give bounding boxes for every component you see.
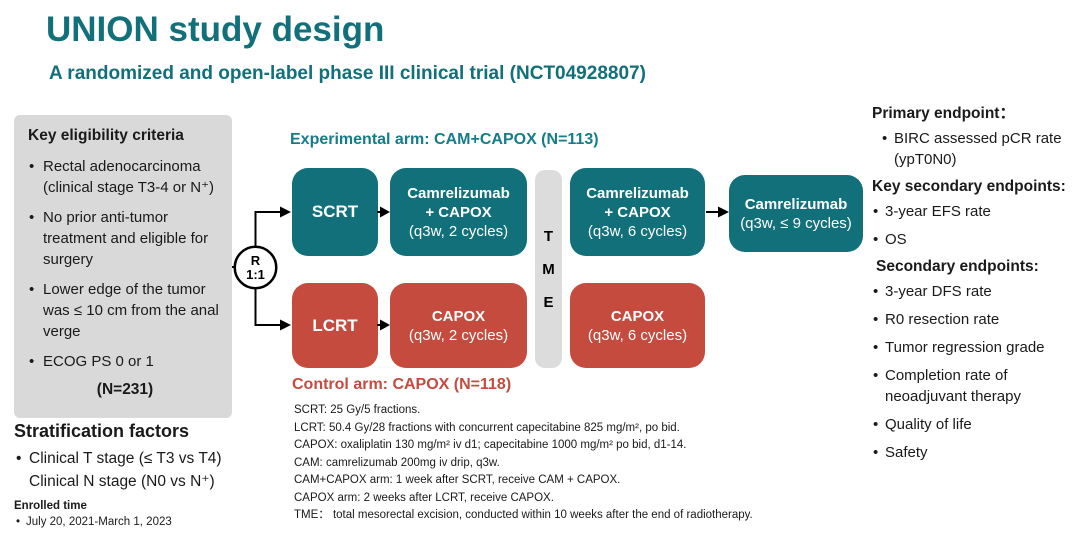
stratification-heading: Stratification factors bbox=[14, 421, 190, 441]
randomization-r: R bbox=[250, 253, 261, 268]
tme-letter: M bbox=[542, 260, 555, 278]
eligibility-item: ECOG PS 0 or 1 bbox=[28, 351, 222, 372]
footnote-line: CAM+CAPOX arm: 1 week after SCRT, receiv… bbox=[294, 474, 621, 486]
enrolled-time-range: July 20, 2021-March 1, 2023 bbox=[14, 514, 294, 530]
box-line: (q3w, 6 cycles) bbox=[587, 222, 688, 240]
footnote-line: CAM: camrelizumab 200mg iv drip, q3w. bbox=[294, 456, 500, 469]
randomization-circle: R 1:1 bbox=[234, 246, 277, 289]
box-scrt: SCRT bbox=[292, 168, 378, 256]
tme-bar: T M E bbox=[535, 170, 562, 368]
endpoint-item: 3-year EFS rate bbox=[872, 201, 1077, 222]
box-line: (q3w, 6 cycles) bbox=[587, 326, 688, 344]
footnote-line: SCRT: 25 Gy/5 fractions. bbox=[294, 404, 421, 416]
eligibility-item: Lower edge of the tumor was ≤ 10 cm from… bbox=[28, 279, 222, 342]
control-arm-label: Control arm: CAPOX (N=118) bbox=[292, 376, 512, 393]
box-line: (q3w, 2 cycles) bbox=[408, 222, 509, 240]
eligibility-box: Key eligibility criteria Rectal adenocar… bbox=[14, 115, 232, 418]
endpoint-item: R0 resection rate bbox=[872, 309, 1077, 330]
box-line: Camrelizumab bbox=[744, 195, 848, 213]
box-line: (q3w, ≤ 9 cycles) bbox=[740, 214, 852, 232]
box-line: Camrelizumab bbox=[407, 184, 510, 202]
box-line: (q3w, 2 cycles) bbox=[408, 326, 509, 344]
endpoint-item: 3-year DFS rate bbox=[872, 281, 1077, 302]
page-title: UNION study design bbox=[46, 10, 385, 49]
page-subtitle: A randomized and open-label phase III cl… bbox=[49, 63, 646, 84]
stratification-item: Clinical N stage (N0 vs N⁺) bbox=[29, 473, 215, 490]
eligibility-sample-size: (N=231) bbox=[96, 381, 154, 398]
footnotes: SCRT: 25 Gy/5 fractions. LCRT: 50.4 Gy/2… bbox=[294, 402, 754, 525]
box-lcrt: LCRT bbox=[292, 283, 378, 368]
randomization-ratio: 1:1 bbox=[246, 266, 265, 282]
footnote-line: TME： total mesorectal excision, conducte… bbox=[294, 509, 753, 521]
box-line: Camrelizumab bbox=[586, 184, 689, 202]
enrolled-time-section: Enrolled time July 20, 2021-March 1, 202… bbox=[14, 499, 294, 530]
tme-letter: E bbox=[543, 293, 554, 311]
stratification-section: Stratification factors Clinical T stage … bbox=[14, 421, 294, 493]
box-cam-capox-2cycles: Camrelizumab + CAPOX (q3w, 2 cycles) bbox=[390, 168, 527, 256]
eligibility-heading: Key eligibility criteria bbox=[28, 127, 184, 144]
experimental-arm-label: Experimental arm: CAM+CAPOX (N=113) bbox=[290, 131, 599, 148]
endpoint-item: Safety bbox=[872, 442, 1077, 463]
footnote-line: LCRT: 50.4 Gy/28 fractions with concurre… bbox=[294, 421, 680, 434]
box-capox-2cycles: CAPOX (q3w, 2 cycles) bbox=[390, 283, 527, 368]
endpoints-panel: Primary endpoint： BIRC assessed pCR rate… bbox=[872, 104, 1077, 470]
footnote-line: CAPOX: oxaliplatin 130 mg/m² iv d1; cape… bbox=[294, 439, 687, 451]
enrolled-time-heading: Enrolled time bbox=[14, 500, 87, 512]
box-camrelizumab-maintenance: Camrelizumab (q3w, ≤ 9 cycles) bbox=[729, 175, 863, 252]
footnote-line: CAPOX arm: 2 weeks after LCRT, receive C… bbox=[294, 491, 554, 504]
box-line: CAPOX bbox=[610, 307, 665, 325]
endpoint-item: Completion rate of neoadjuvant therapy bbox=[872, 365, 1077, 407]
box-lcrt-label: LCRT bbox=[312, 315, 358, 335]
box-cam-capox-6cycles: Camrelizumab + CAPOX (q3w, 6 cycles) bbox=[570, 168, 705, 256]
box-capox-6cycles: CAPOX (q3w, 6 cycles) bbox=[570, 283, 705, 368]
endpoint-item: BIRC assessed pCR rate (ypT0N0) bbox=[872, 128, 1077, 170]
eligibility-item: Rectal adenocarcinoma (clinical stage T3… bbox=[28, 156, 222, 198]
box-line: + CAPOX bbox=[425, 203, 492, 221]
secondary-endpoints-heading: Secondary endpoints: bbox=[876, 258, 1039, 275]
stratification-item: Clinical T stage (≤ T3 vs T4) bbox=[14, 447, 294, 470]
endpoint-item: Quality of life bbox=[872, 414, 1077, 435]
box-line: + CAPOX bbox=[604, 203, 671, 221]
tme-letter: T bbox=[543, 227, 554, 245]
primary-endpoint-heading: Primary endpoint： bbox=[872, 105, 1015, 122]
endpoint-item: Tumor regression grade bbox=[872, 337, 1077, 358]
endpoint-item: OS bbox=[872, 229, 1077, 250]
box-line: CAPOX bbox=[431, 307, 486, 325]
key-secondary-endpoints-heading: Key secondary endpoints: bbox=[872, 178, 1066, 195]
box-scrt-label: SCRT bbox=[311, 202, 359, 221]
eligibility-item: No prior anti-tumor treatment and eligib… bbox=[28, 207, 222, 270]
